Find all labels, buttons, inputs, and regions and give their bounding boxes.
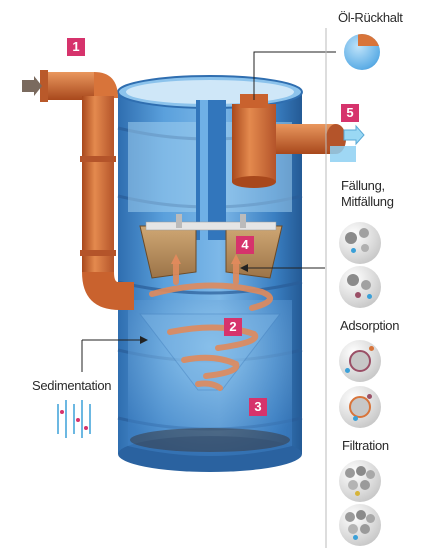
step-badge-2: 2 bbox=[224, 318, 242, 336]
oil-separator bbox=[232, 94, 276, 188]
outlet-arrow-icon bbox=[343, 124, 365, 146]
adsorption-inset-1-icon bbox=[339, 340, 381, 382]
sedimentation-pointer-icon bbox=[140, 336, 148, 344]
oil-retention-label: Öl-Rückhalt bbox=[338, 10, 403, 25]
filtration-inset-2-icon bbox=[339, 504, 381, 546]
precipitation-inset-2-icon bbox=[339, 266, 381, 308]
filter-baskets bbox=[139, 214, 283, 279]
flow-arrowhead bbox=[171, 254, 181, 264]
precipitation-label-line2: Mitfällung bbox=[341, 194, 394, 209]
filter-pointer-icon bbox=[240, 264, 248, 272]
adsorption-label: Adsorption bbox=[340, 318, 400, 333]
filtration-inset-1-icon bbox=[339, 460, 381, 502]
sedimentation-icon bbox=[57, 400, 91, 438]
central-column bbox=[196, 100, 226, 240]
inlet-arrow-icon bbox=[22, 76, 42, 96]
flow-arrows bbox=[149, 259, 273, 391]
step-badge-4: 4 bbox=[236, 236, 254, 254]
step-badge-1: 1 bbox=[67, 38, 85, 56]
precipitation-label-line1: Fällung, bbox=[341, 178, 385, 193]
step-badge-3: 3 bbox=[249, 398, 267, 416]
step-badge-5: 5 bbox=[341, 104, 359, 122]
precipitation-inset-1-icon bbox=[339, 222, 381, 264]
oil-retention-icon bbox=[344, 34, 380, 70]
inlet-pipe bbox=[40, 70, 134, 310]
sedimentation-label: Sedimentation bbox=[32, 378, 112, 393]
filtration-label: Filtration bbox=[342, 438, 389, 453]
leader-lines bbox=[81, 51, 336, 372]
adsorption-inset-2-icon bbox=[339, 386, 381, 428]
flow-arrowhead bbox=[231, 254, 241, 264]
